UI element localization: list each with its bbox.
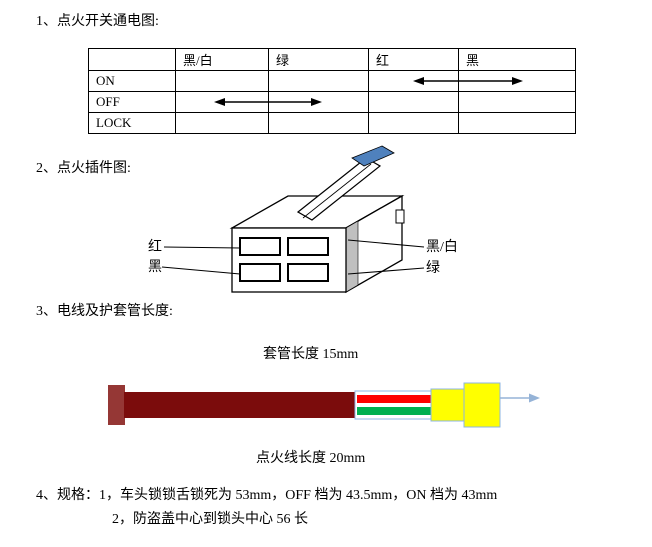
connector-label-red: 红 <box>148 240 162 255</box>
connector-label-black-white: 黑/白 <box>426 240 458 255</box>
cell-lock-blackwhite <box>175 112 269 134</box>
cell-lock-green <box>268 112 369 134</box>
cell-off-black <box>458 91 576 113</box>
red-wire <box>357 395 431 403</box>
side-latch-detail <box>395 209 405 224</box>
arrow-head-right <box>512 77 523 85</box>
section-1-title: 1、点火开关通电图: <box>36 14 159 29</box>
leader-line-red <box>163 246 241 249</box>
cell-on-blackwhite <box>175 70 269 92</box>
leader-line-black <box>161 266 241 275</box>
leader-line-green <box>347 267 425 275</box>
section-3-title: 3、电线及护套管长度: <box>36 304 173 319</box>
arrow-head-right <box>311 98 322 106</box>
connector-label-black: 黑 <box>148 260 162 275</box>
connector-label-green: 绿 <box>426 261 440 276</box>
header-cell-black-white: 黑/白 <box>175 48 269 71</box>
section-4-spec-line-2: 2，防盗盖中心到锁头中心 56 长 <box>112 512 308 527</box>
connector-block-small <box>430 388 465 422</box>
section-2-title: 2、点火插件图: <box>36 161 131 176</box>
ignition-wire-length-label: 点火线长度 20mm <box>256 451 366 466</box>
terminal-black-white <box>287 237 329 256</box>
table-header-row: 黑/白 绿 红 黑 <box>88 48 576 71</box>
section-4-spec-line-1: 4、规格：1，车头锁锁舌锁死为 53mm，OFF 档为 43.5mm，ON 档为… <box>36 488 498 503</box>
cell-on-green <box>268 70 369 92</box>
wire-end-cap <box>108 385 125 425</box>
header-cell-green: 绿 <box>268 48 369 71</box>
ribbon-tip <box>351 145 395 167</box>
on-row-connection-arrow <box>413 77 523 85</box>
sheath-tube <box>124 392 357 418</box>
terminal-black <box>239 263 281 282</box>
row-label-on: ON <box>88 70 176 92</box>
arrow-head-left <box>214 98 225 106</box>
table-row-off: OFF <box>88 91 576 113</box>
green-wire <box>357 407 431 415</box>
header-cell-empty <box>88 48 176 71</box>
row-label-off: OFF <box>88 91 176 113</box>
cell-lock-red <box>368 112 459 134</box>
row-label-lock: LOCK <box>88 112 176 134</box>
wire-length-diagram <box>108 382 540 428</box>
arrow-head-left <box>413 77 424 85</box>
off-row-connection-arrow <box>214 98 322 106</box>
connector-block-large <box>463 382 501 428</box>
cell-lock-black <box>458 112 576 134</box>
side-shading <box>345 220 359 293</box>
header-cell-black: 黑 <box>458 48 576 71</box>
connector-drawing <box>161 145 425 294</box>
table-row-lock: LOCK <box>88 112 576 134</box>
leader-line-black-white <box>347 239 425 248</box>
terminal-red <box>239 237 281 256</box>
ribbon-edge-line <box>302 163 372 219</box>
ignition-power-table: 黑/白 绿 红 黑 ON OFF LOCK <box>88 48 576 134</box>
terminal-green <box>287 263 329 282</box>
cell-off-red <box>368 91 459 113</box>
header-cell-red: 红 <box>368 48 459 71</box>
sheath-length-label: 套管长度 15mm <box>263 347 359 362</box>
direction-arrow-head <box>529 393 540 403</box>
